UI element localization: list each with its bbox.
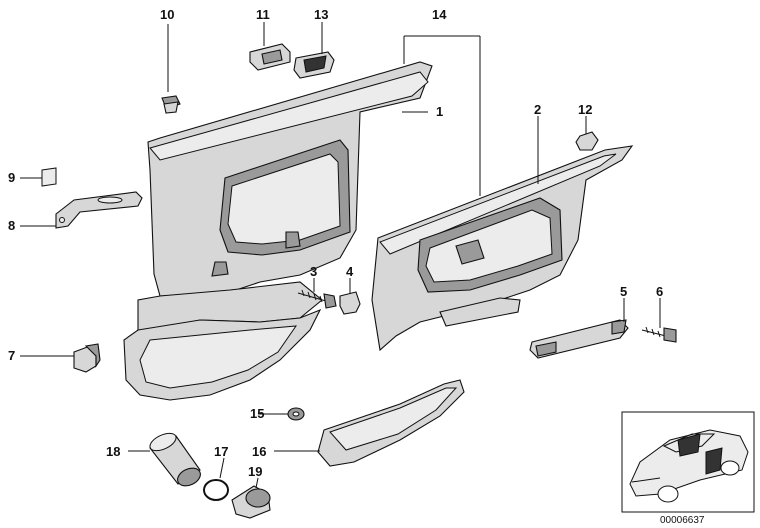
cap-part-4 — [339, 291, 361, 315]
callout-17: 17 — [214, 444, 228, 459]
callout-14: 14 — [432, 7, 447, 22]
door-trim-panel-right — [371, 145, 634, 352]
location-inset — [621, 411, 755, 513]
armrest-part-16 — [317, 379, 465, 467]
bracket-part-11 — [249, 43, 291, 71]
door-trim-panel-left — [123, 61, 433, 401]
callout-18: 18 — [106, 444, 120, 459]
callout-16: 16 — [252, 444, 266, 459]
callout-15: 15 — [250, 406, 264, 421]
plug-part-7 — [73, 343, 101, 373]
leader-lines — [20, 22, 661, 489]
bracket-part-8 — [55, 191, 143, 229]
handle-part-5 — [529, 319, 629, 359]
callout-1: 1 — [436, 104, 443, 119]
callout-3: 3 — [310, 264, 317, 279]
callout-19: 19 — [248, 464, 262, 479]
screw-part-3 — [297, 289, 337, 309]
nut-part-12 — [575, 131, 599, 151]
callout-12: 12 — [578, 102, 592, 117]
callout-5: 5 — [620, 284, 627, 299]
callout-4: 4 — [346, 264, 354, 279]
callout-13: 13 — [314, 7, 328, 22]
oring-part-17 — [203, 479, 229, 501]
callout-8: 8 — [8, 218, 15, 233]
ring-part-15 — [287, 407, 305, 421]
clip-part-10 — [161, 95, 181, 114]
tube-part-18 — [149, 432, 201, 487]
callout-7: 7 — [8, 348, 15, 363]
clip-part-13 — [293, 51, 335, 79]
callout-11: 11 — [256, 7, 270, 22]
callout-2: 2 — [534, 102, 541, 117]
callout-9: 9 — [8, 170, 15, 185]
screw-part-6 — [641, 326, 677, 343]
callout-10: 10 — [160, 7, 174, 22]
plate-part-9 — [41, 167, 57, 187]
reference-number: 00006637 — [660, 515, 705, 526]
cap-part-19 — [231, 485, 271, 519]
callout-6: 6 — [656, 284, 663, 299]
